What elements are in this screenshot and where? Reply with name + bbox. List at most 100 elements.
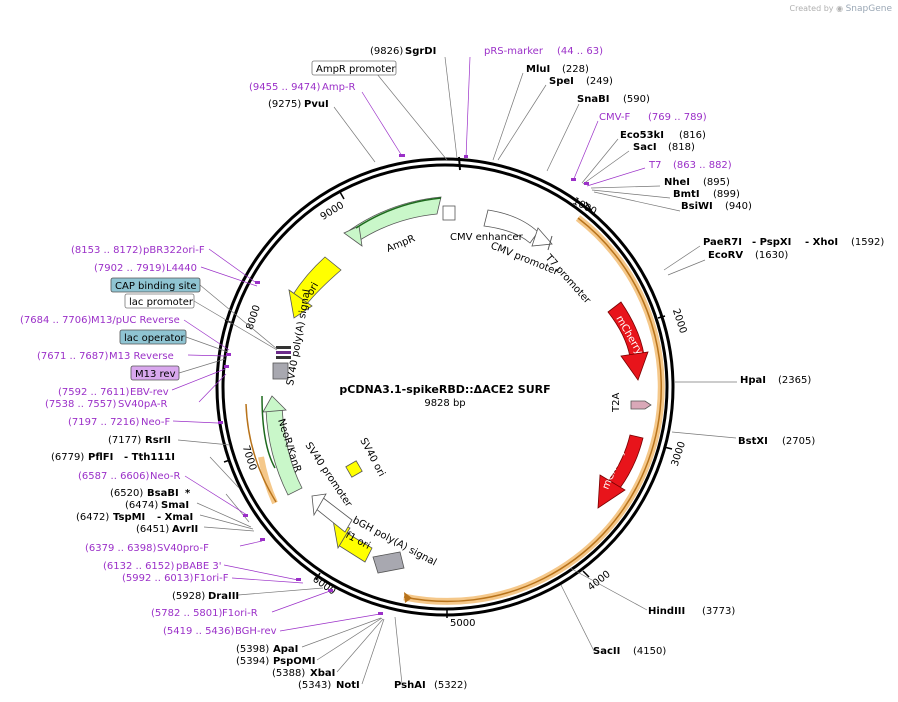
- ampr-arrow-head: [343, 225, 363, 247]
- m13reverse-pos: (7671 .. 7687): [37, 351, 109, 362]
- lac-promoter-label[interactable]: lac promoter: [129, 297, 194, 308]
- primer-site-marks: [218, 154, 589, 615]
- bmti-label[interactable]: BmtI: [673, 189, 700, 200]
- cmv-promoter-head: [531, 227, 553, 247]
- orf-arc-main: [403, 215, 665, 605]
- sv40-promoter-label: SV40 promoter: [303, 441, 355, 510]
- hpai-label[interactable]: HpaI: [740, 375, 766, 386]
- ampr-promoter-label[interactable]: AmpR promoter: [316, 64, 396, 75]
- ebvrev-label[interactable]: EBV-rev: [130, 387, 169, 398]
- smai-pos: (6474): [125, 500, 158, 511]
- m13rev-label[interactable]: M13 rev: [135, 369, 176, 380]
- sv40prof-label[interactable]: SV40pro-F: [157, 543, 209, 554]
- lac-operator-label[interactable]: lac operator: [124, 333, 185, 344]
- pspxi-label[interactable]: - PspXI: [752, 237, 791, 248]
- snapgene-credit: Created by ◉ SnapGene: [790, 4, 893, 14]
- sacii-label[interactable]: SacII: [593, 646, 620, 657]
- m13reverse-label[interactable]: M13 Reverse: [109, 351, 174, 362]
- paer7i-label[interactable]: PaeR7I: [703, 237, 742, 248]
- mlui-label[interactable]: MluI: [526, 64, 550, 75]
- bghrev-label[interactable]: BGH-rev: [235, 626, 277, 637]
- tick-label-5000: 5000: [450, 618, 475, 629]
- tick-label-2000: 2000: [670, 307, 688, 335]
- tick-label-8000: 8000: [245, 304, 263, 332]
- hindiii-pos: (3773): [702, 606, 735, 617]
- orf-arc-main-head: [404, 592, 412, 603]
- hindiii-label[interactable]: HindIII: [648, 606, 685, 617]
- l4440-label[interactable]: L4440: [166, 263, 197, 274]
- lac-operator-tag: [119, 329, 187, 345]
- amp-r-label[interactable]: Amp-R: [322, 82, 356, 93]
- xhoi-label[interactable]: - XhoI: [805, 237, 838, 248]
- lac-mark-3: [276, 356, 291, 359]
- cmvf-label[interactable]: CMV-F: [599, 112, 630, 123]
- rs-marker-label[interactable]: pRS-marker: [484, 46, 544, 57]
- snabi-pos: (590): [623, 94, 650, 105]
- neof-label[interactable]: Neo-F: [141, 417, 171, 428]
- pvui-label[interactable]: PvuI: [304, 99, 329, 110]
- bgh-polya-box: [372, 551, 405, 574]
- ecorv-label[interactable]: EcoRV: [708, 250, 743, 261]
- tth111i-label[interactable]: - Tth111I: [124, 452, 175, 463]
- mlui-pos: (228): [562, 64, 589, 75]
- noti-label[interactable]: NotI: [336, 680, 360, 691]
- xhoi-pos: (1592): [851, 237, 884, 248]
- draiii-label[interactable]: DraIII: [208, 591, 239, 602]
- xbai-label[interactable]: XbaI: [310, 668, 335, 679]
- f1orif-label[interactable]: F1ori-F: [194, 573, 229, 584]
- nhei-label[interactable]: NheI: [664, 177, 690, 188]
- sacii-pos: (4150): [633, 646, 666, 657]
- pshai-label[interactable]: PshAI: [394, 680, 426, 691]
- snapgene-logo-icon: ◉: [836, 4, 844, 13]
- pbabe-pos: (6132 .. 6152): [103, 561, 175, 572]
- cmv-enhancer-label: CMV enhancer: [450, 232, 524, 243]
- xbai-pos: (5388): [272, 668, 305, 679]
- f1orir-label[interactable]: F1ori-R: [222, 608, 258, 619]
- bstxi-label[interactable]: BstXI: [738, 436, 768, 447]
- lac-mark-2: [276, 351, 291, 354]
- cap-site-label[interactable]: CAP binding site: [115, 281, 197, 292]
- t7-label[interactable]: T7: [648, 160, 661, 171]
- cmv-enhancer-arrow: [483, 209, 539, 244]
- tspmi-pos: (6472): [76, 512, 109, 523]
- smai-label[interactable]: SmaI: [161, 500, 189, 511]
- sgrdi-label[interactable]: SgrDI: [405, 46, 436, 57]
- pbr-pos: (8153 .. 8172): [71, 245, 143, 256]
- pbabe-label[interactable]: pBABE 3': [176, 561, 222, 572]
- avrii-label[interactable]: AvrII: [172, 524, 198, 535]
- lac-promoter-tag: [124, 293, 195, 309]
- bsiwi-pos: (940): [725, 201, 752, 212]
- leader-lines: [171, 56, 737, 685]
- saci-label[interactable]: SacI: [633, 142, 657, 153]
- pflfi-label[interactable]: PflFI: [88, 452, 113, 463]
- apai-label[interactable]: ApaI: [273, 644, 298, 655]
- pspomi-pos: (5394): [236, 656, 269, 667]
- sv40-ori-label: SV40 ori: [357, 436, 386, 478]
- tspmi-label[interactable]: TspMI: [113, 512, 145, 523]
- neor-primer-label[interactable]: Neo-R: [150, 471, 181, 482]
- rsrii-label[interactable]: RsrII: [145, 435, 171, 446]
- t7-promoter-label: T7 promoter: [542, 252, 593, 307]
- bsabi-star: *: [185, 488, 191, 499]
- spei-label[interactable]: SpeI: [549, 76, 574, 87]
- ampr-promoter-tag: [311, 60, 397, 76]
- bsiwi-label[interactable]: BsiWI: [681, 201, 713, 212]
- snabi-label[interactable]: SnaBI: [577, 94, 609, 105]
- f1orir-pos: (5782 .. 5801): [151, 608, 223, 619]
- sv40-polya-box: [272, 362, 289, 380]
- bstxi-pos: (2705): [782, 436, 815, 447]
- tick-1000: [585, 201, 593, 213]
- pspomi-label[interactable]: PspOMI: [273, 656, 315, 667]
- draiii-pos: (5928): [172, 591, 205, 602]
- sgrdi-pos: (9826): [370, 46, 403, 57]
- eco53ki-label[interactable]: Eco53kI: [620, 130, 664, 141]
- pbr-label[interactable]: pBR322ori-F: [143, 245, 205, 256]
- m13puc-label[interactable]: M13/pUC Reverse: [91, 315, 180, 326]
- sv40par-label[interactable]: SV40pA-R: [118, 399, 167, 410]
- ori-head: [288, 289, 313, 319]
- bsabi-label[interactable]: BsaBI: [147, 488, 179, 499]
- credit-prefix: Created by: [789, 4, 834, 13]
- xmai-label[interactable]: - XmaI: [157, 512, 193, 523]
- ampr-arrow: [349, 196, 442, 243]
